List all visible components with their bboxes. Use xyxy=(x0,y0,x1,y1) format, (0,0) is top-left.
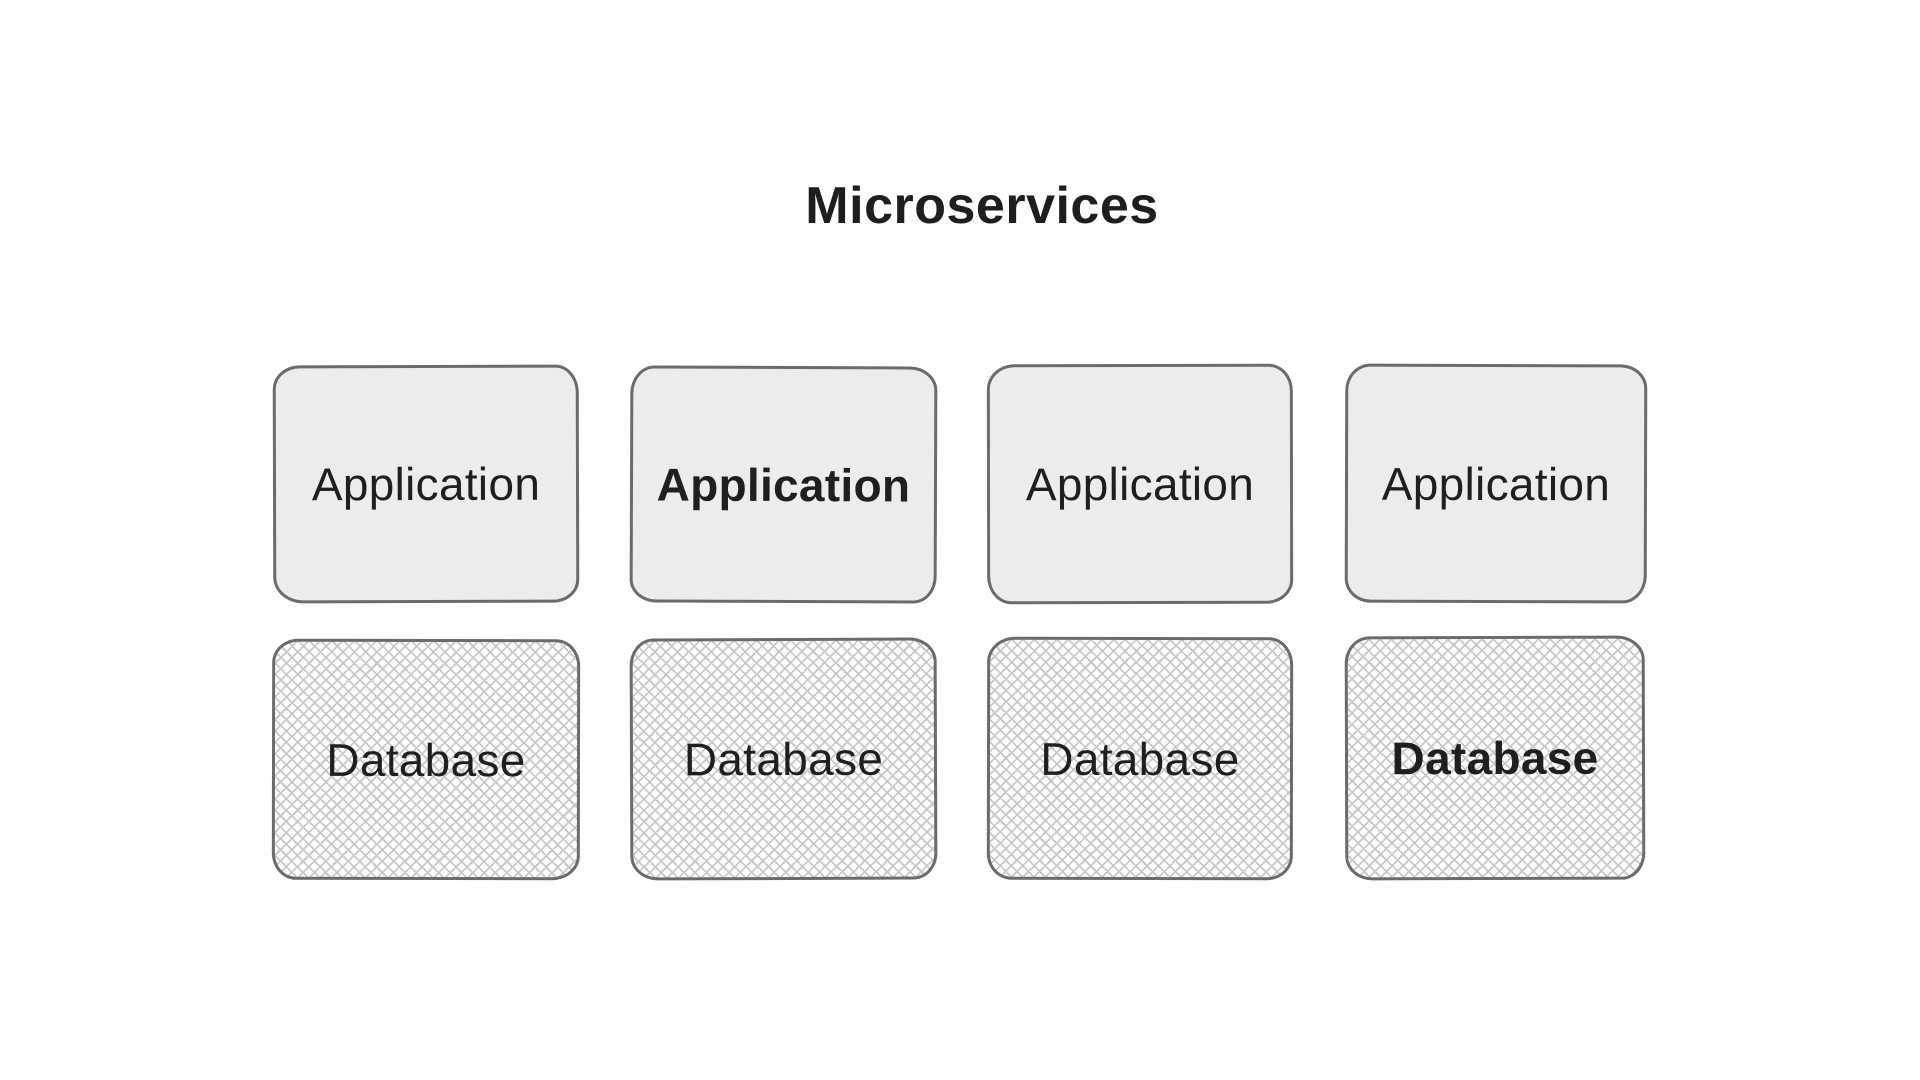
diagram-title: Microservices xyxy=(805,177,1159,235)
application-box-1: Application xyxy=(272,364,580,604)
application-label-2: Application xyxy=(656,458,911,511)
database-box-2: Database xyxy=(629,637,938,881)
database-label-2: Database xyxy=(683,732,884,786)
application-box-3: Application xyxy=(986,363,1294,605)
application-box-4: Application xyxy=(1344,363,1648,604)
application-label-1: Application xyxy=(311,457,541,511)
application-label-3: Application xyxy=(1025,457,1255,511)
application-box-2: Application xyxy=(629,365,938,604)
database-label-1: Database xyxy=(326,733,526,786)
database-label-3: Database xyxy=(1040,732,1240,785)
application-label-4: Application xyxy=(1381,457,1611,510)
database-box-4: Database xyxy=(1344,635,1646,881)
database-box-1: Database xyxy=(271,638,581,881)
database-label-4: Database xyxy=(1391,731,1599,785)
database-box-3: Database xyxy=(986,636,1294,881)
